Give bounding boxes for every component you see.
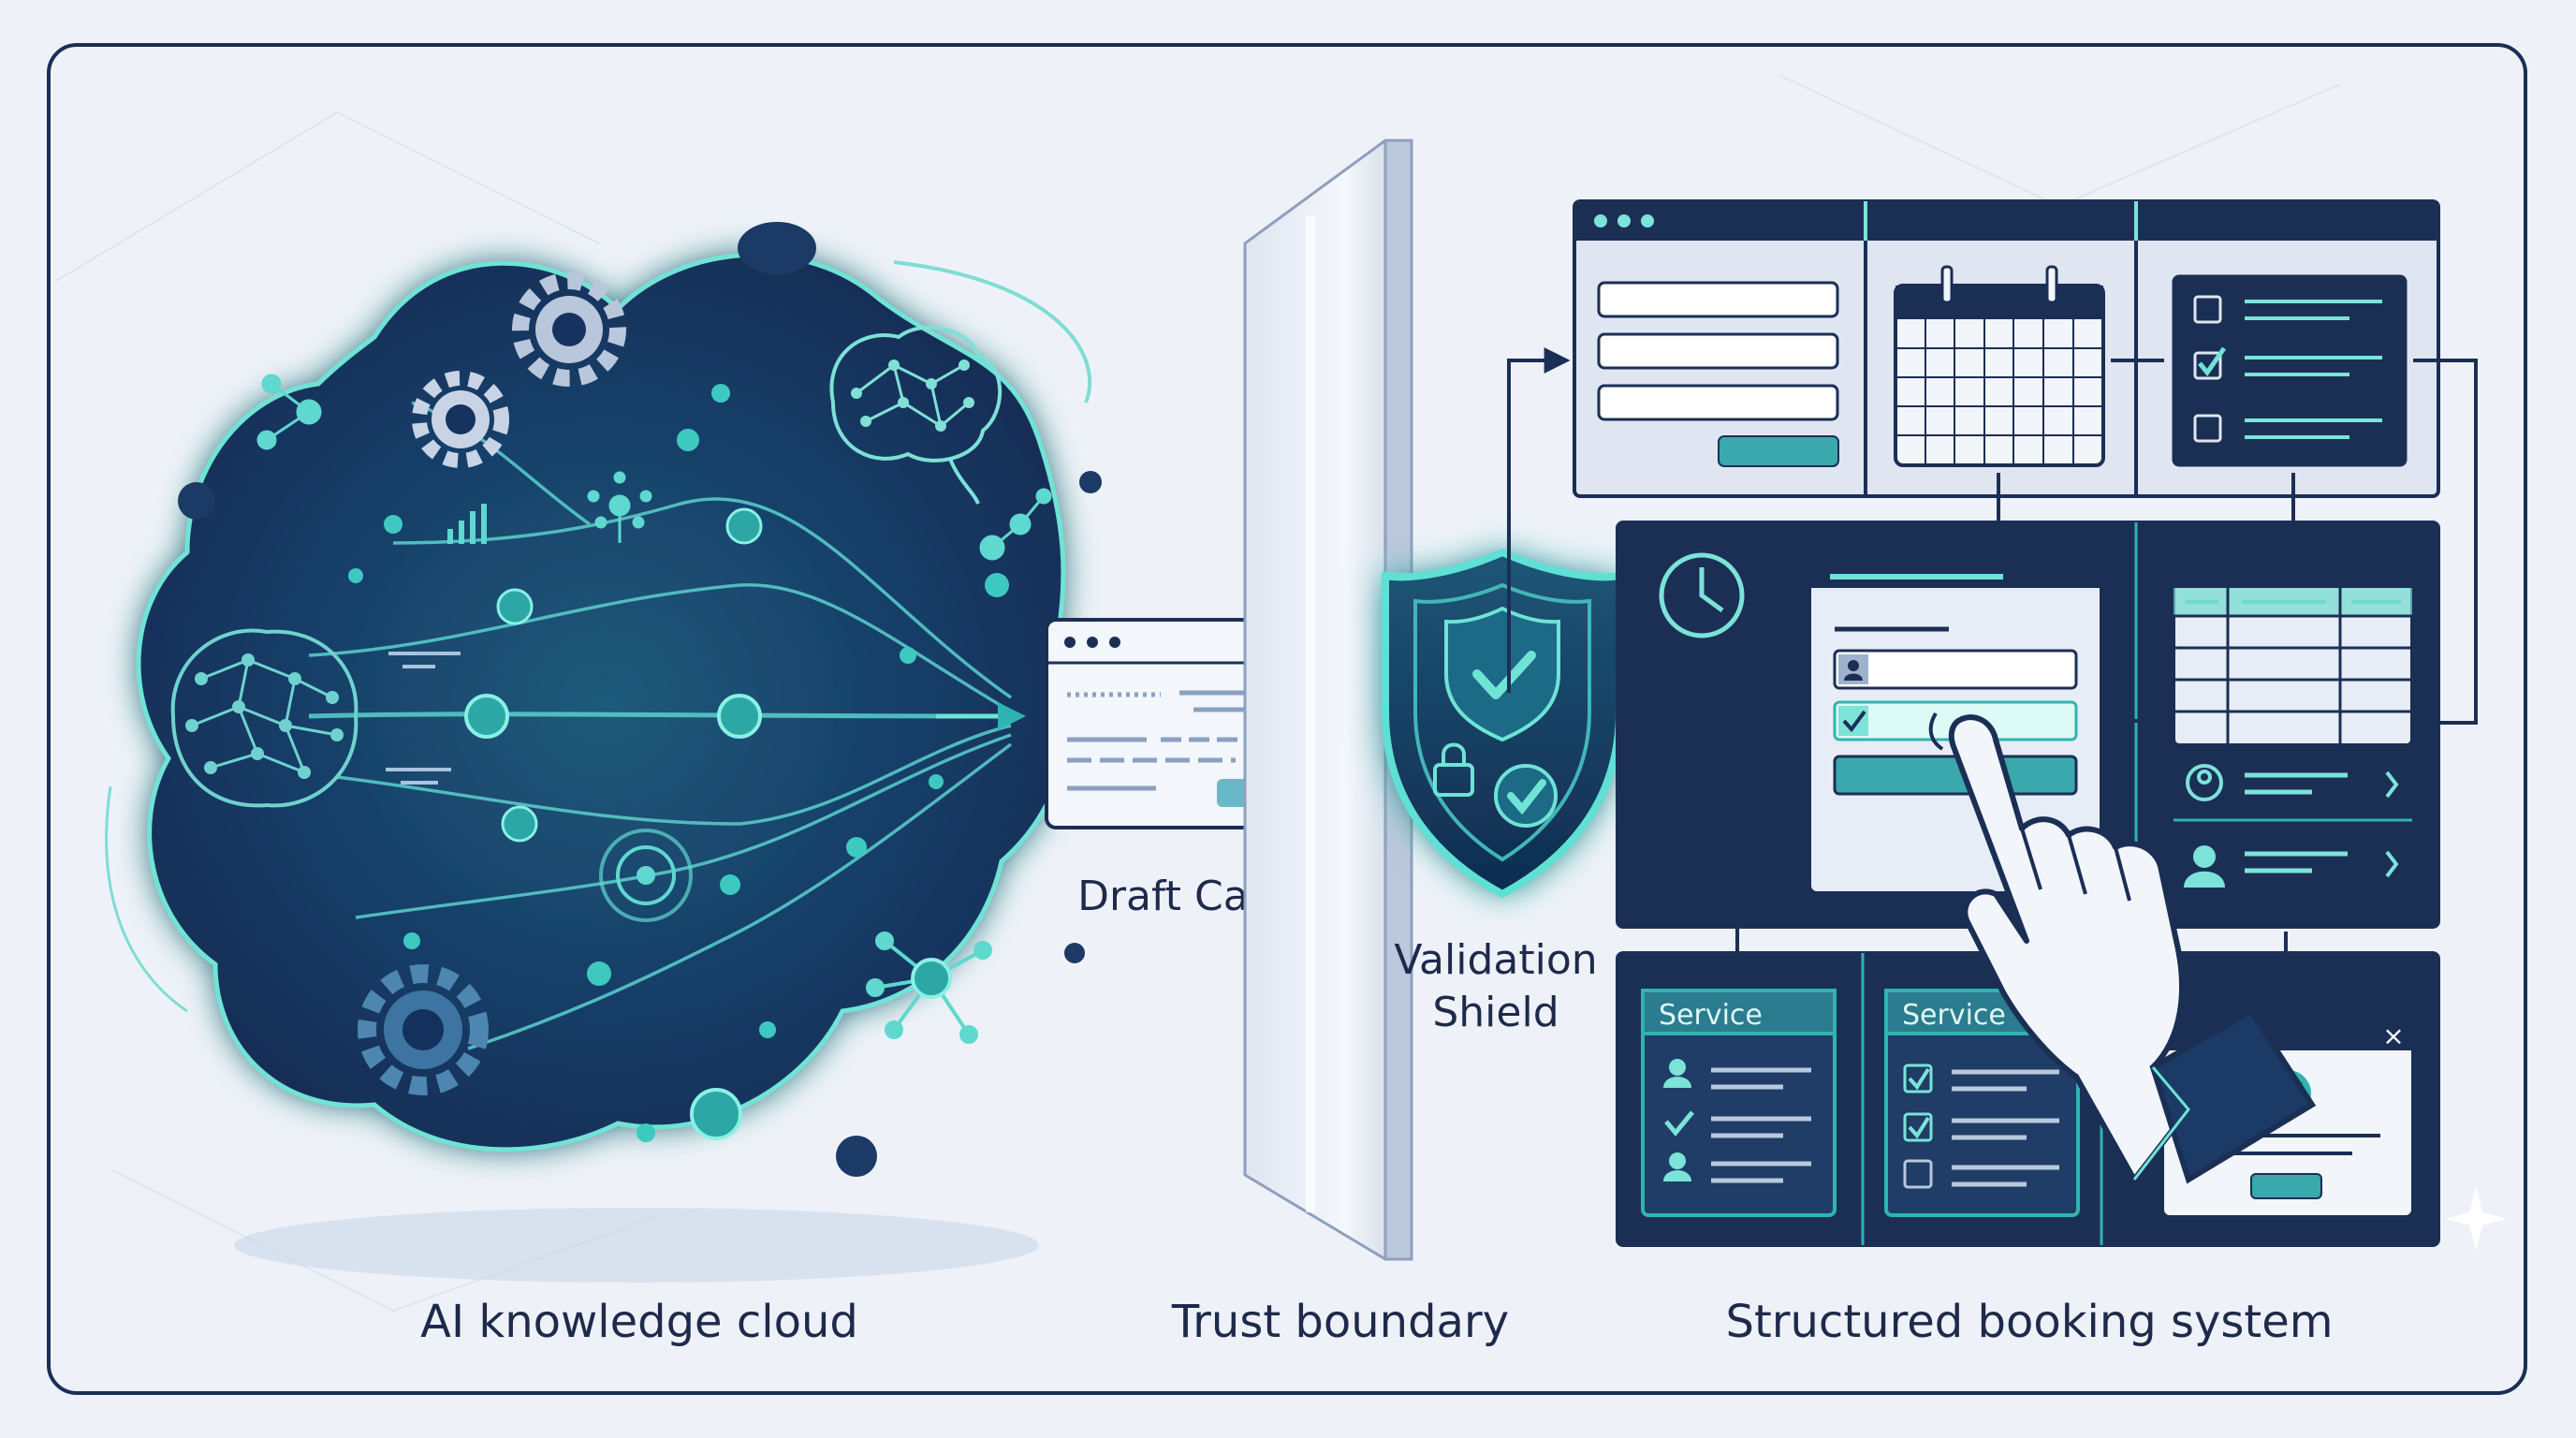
gear-icon: [512, 272, 626, 387]
booking-system-label: Structured booking system: [1725, 1296, 2333, 1348]
checkbox-icon: [2193, 414, 2222, 443]
checkbox-icon: [1903, 1112, 1933, 1142]
outer-frame: [47, 43, 2527, 1395]
gear-icon: [358, 964, 489, 1095]
user-icon: [2186, 764, 2223, 801]
cloud-droplet: [1079, 471, 1102, 493]
gear-icon: [412, 371, 509, 468]
trust-boundary-wall: [1243, 139, 1413, 1261]
check-icon: [2198, 346, 2227, 377]
window-dots: [1064, 637, 1120, 648]
brain-icon: [170, 628, 359, 808]
booking-connectors: [1507, 347, 2478, 1017]
booking-system: Service Service: [1507, 199, 2478, 1247]
checklist-panel: [2172, 274, 2408, 467]
orbit-line: [105, 785, 188, 1013]
name-input: [1833, 649, 2078, 690]
cloud-blob: [136, 252, 1073, 1152]
spark-icon: [587, 471, 652, 543]
user-icon: [1838, 654, 1868, 684]
ai-cloud-label: AI knowledge cloud: [420, 1296, 858, 1348]
ai-knowledge-cloud: [105, 222, 1102, 1283]
service-title-right: Service: [1902, 999, 2006, 1032]
validation-shield: [1382, 548, 1623, 899]
trust-boundary-label: Trust boundary: [1171, 1296, 1509, 1348]
sparkle-icon: [2445, 1187, 2507, 1251]
network-icon: [256, 374, 322, 450]
shield-check-icon: [1444, 606, 1560, 742]
cloud-droplet: [178, 482, 215, 520]
orbit-line: [893, 260, 1092, 404]
book-button: [1833, 755, 2078, 796]
service-title-left: Service: [1659, 999, 1763, 1032]
cloud-shadow: [234, 1208, 1039, 1283]
validation-label-line1: Validation: [1394, 936, 1597, 984]
checkbox-icon: [2193, 295, 2222, 324]
window-dots: [1594, 214, 1654, 227]
brain-icon: [829, 325, 1003, 505]
checkbox-icon: [1838, 706, 1868, 736]
user-icon: [1663, 1059, 1691, 1088]
form-input: [1597, 384, 1839, 421]
cloud-droplet: [738, 222, 816, 274]
form-input: [1597, 281, 1839, 318]
network-icon: [979, 488, 1052, 561]
data-table: [2172, 549, 2414, 747]
user-icon: [2184, 845, 2225, 888]
chevron-right-icon: [2385, 850, 2399, 878]
calendar-icon: [1894, 265, 2105, 467]
form-panel: [1597, 281, 1839, 467]
checkbox-icon: [2193, 351, 2222, 380]
validation-label-line2: Shield: [1432, 989, 1559, 1036]
target-icon: [599, 829, 693, 922]
cloud-droplet: [836, 1136, 877, 1177]
checkbox-icon: [1903, 1064, 1933, 1093]
bar-chart-icon: [447, 504, 487, 544]
lock-icon: [1433, 742, 1474, 797]
form-input: [1597, 332, 1839, 370]
network-nodes: [348, 384, 1009, 1142]
chevron-right-icon: [2385, 770, 2399, 799]
network-icon: [866, 932, 992, 1044]
service-panel-left: Service: [1641, 989, 1837, 1217]
checkbox-icon: [1903, 1159, 1933, 1189]
close-icon: ×: [2382, 1020, 2404, 1051]
hand-pointer-icon: [1928, 712, 2317, 1184]
clock-icon: [1659, 552, 1745, 638]
check-circle-icon: [1494, 764, 1558, 828]
user-icon: [1663, 1152, 1691, 1181]
check-icon: [1664, 1110, 1694, 1137]
user-list: [2174, 764, 2412, 888]
form-submit-button: [1718, 435, 1839, 467]
text-lines-icon: [386, 652, 461, 785]
confirm-button: [2250, 1173, 2322, 1199]
cloud-droplet: [1064, 943, 1085, 963]
